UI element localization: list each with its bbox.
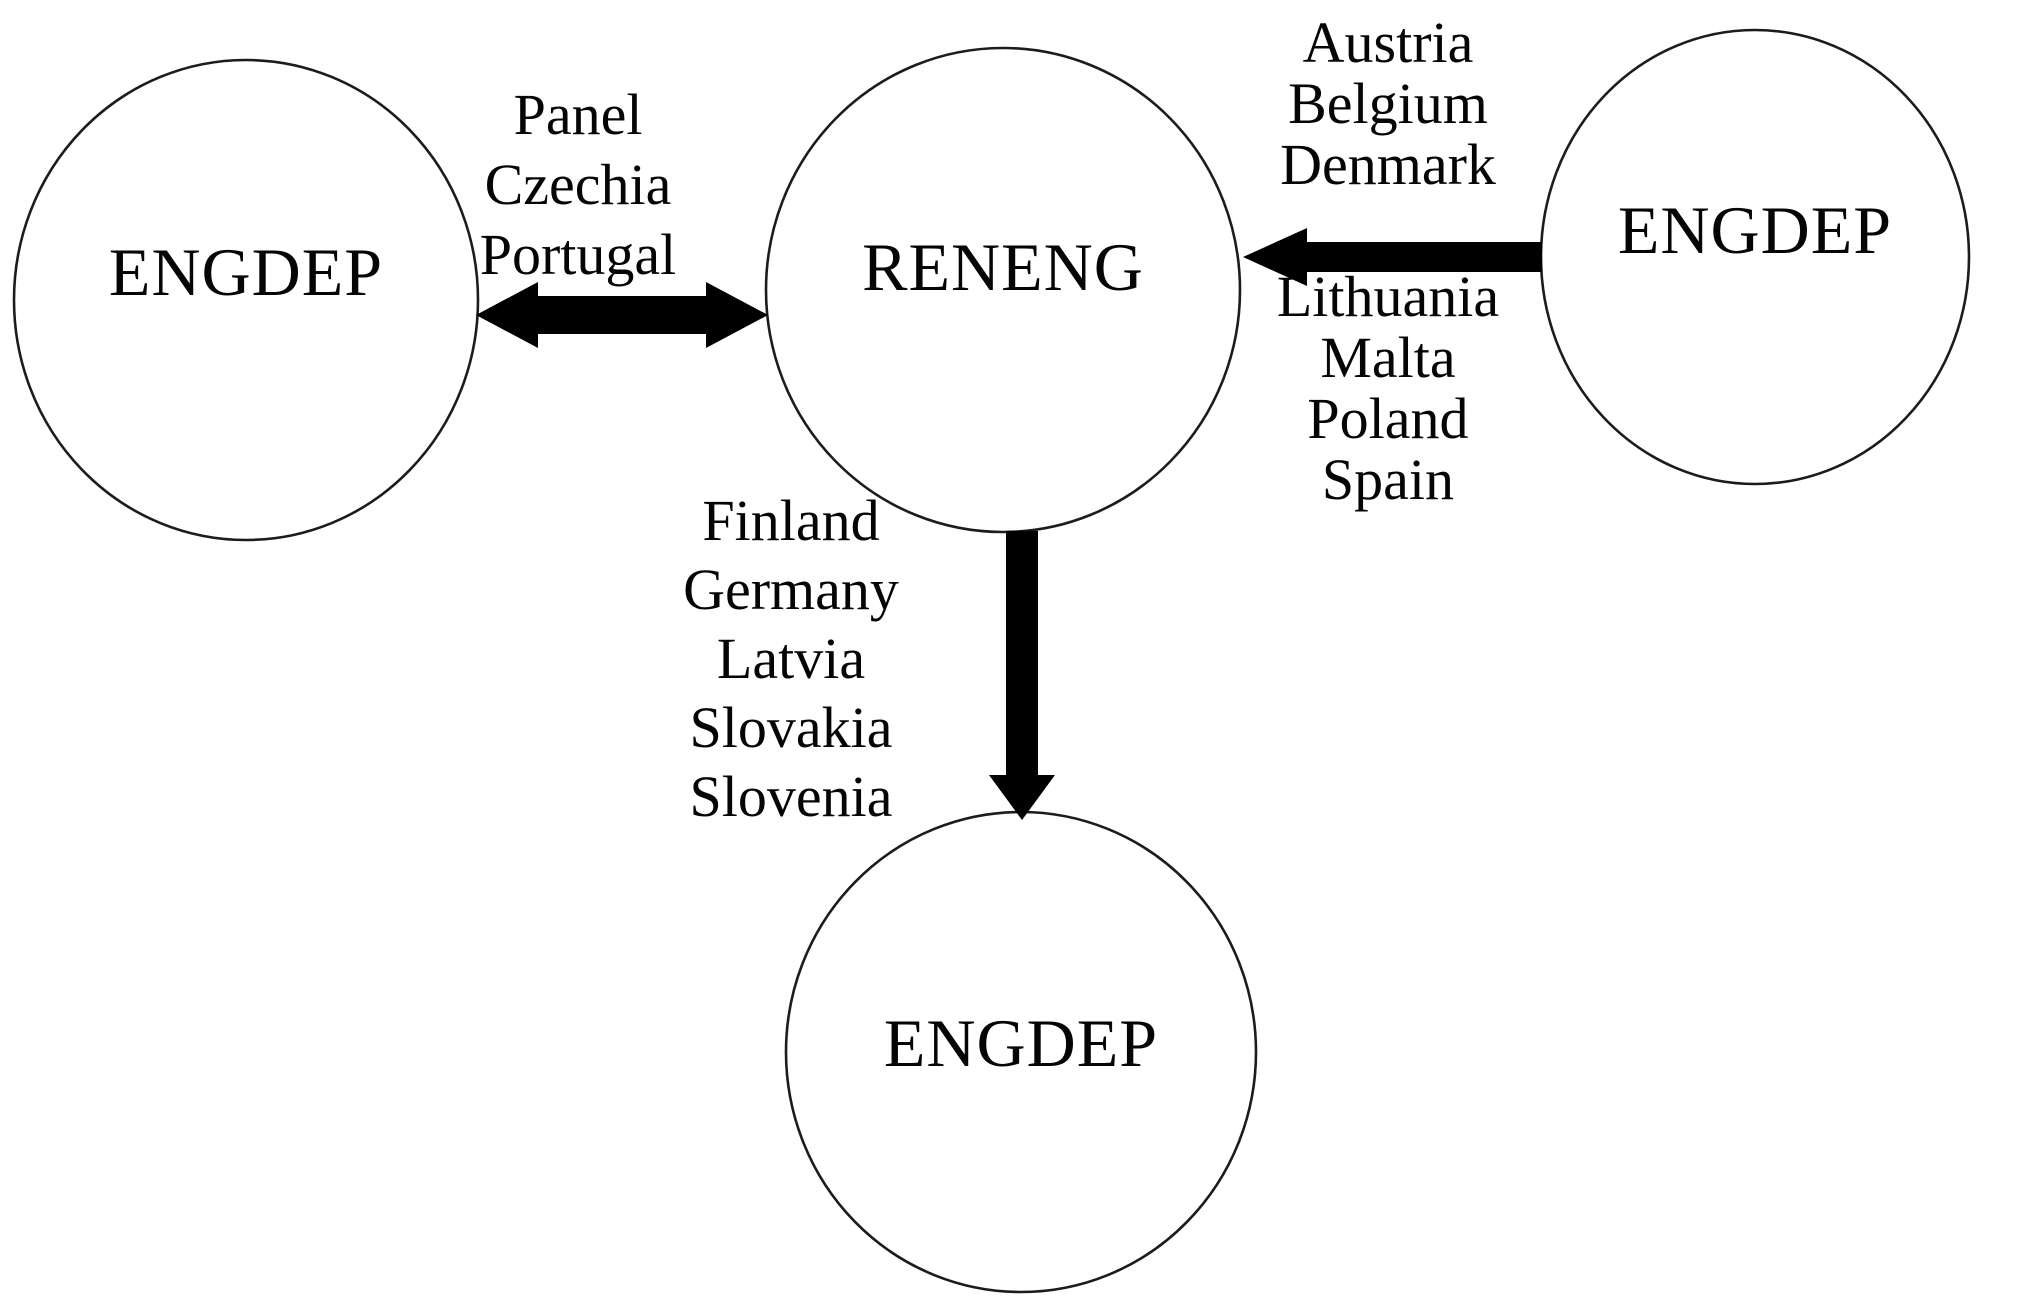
- edge-label-poland: Poland: [1307, 386, 1469, 451]
- edge-label-portugal: Portugal: [479, 222, 677, 287]
- edge-label-slovenia: Slovenia: [689, 764, 893, 829]
- edge-labels-center-bottom: Finland Germany Latvia Slovakia Slovenia: [683, 486, 899, 831]
- edge-label-austria: Austria: [1302, 10, 1474, 75]
- edge-label-denmark: Denmark: [1280, 132, 1496, 197]
- node-label-left-engdep: ENGDEP: [108, 234, 384, 310]
- edge-label-finland: Finland: [702, 488, 880, 553]
- node-circle-center-reneng: [764, 46, 1242, 534]
- edge-label-spain: Spain: [1321, 447, 1455, 512]
- arrow-center-to-bottom: [989, 531, 1055, 820]
- double-arrow-left-center: [476, 282, 768, 348]
- edge-label-belgium: Belgium: [1288, 71, 1488, 136]
- edge-label-germany: Germany: [683, 557, 899, 622]
- edge-label-czechia: Czechia: [484, 152, 672, 217]
- edge-labels-right-below: Lithuania Malta Poland Spain: [1277, 266, 1499, 510]
- node-label-center-reneng: RENENG: [862, 229, 1144, 305]
- edge-label-latvia: Latvia: [716, 626, 866, 691]
- edge-labels-right-above: Austria Belgium Denmark: [1280, 12, 1496, 195]
- node-label-bottom-engdep: ENGDEP: [883, 1005, 1159, 1081]
- edge-label-slovakia: Slovakia: [689, 695, 893, 760]
- edge-labels-left-center: Panel Czechia Portugal: [480, 80, 677, 290]
- node-label-right-engdep: ENGDEP: [1617, 192, 1893, 268]
- edge-label-panel: Panel: [513, 82, 643, 147]
- edge-label-lithuania: Lithuania: [1276, 264, 1500, 329]
- edge-label-malta: Malta: [1320, 325, 1456, 390]
- arrow-right-to-center: [1243, 228, 1542, 286]
- node-circle-left-engdep: [12, 58, 480, 542]
